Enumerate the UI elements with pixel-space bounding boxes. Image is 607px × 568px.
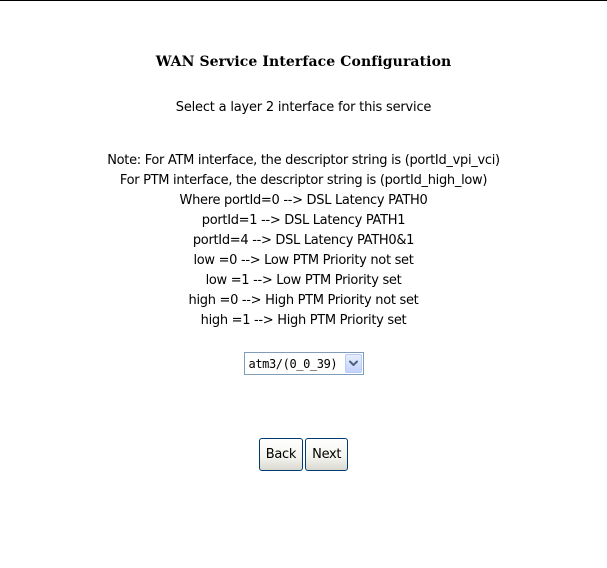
note-line: Note: For ATM interface, the descriptor … (107, 153, 500, 168)
note-line: high =1 --> High PTM Priority set (200, 313, 407, 328)
note-line: For PTM interface, the descriptor string… (119, 173, 488, 188)
note-line: portId=1 --> DSL Latency PATH1 (201, 213, 406, 228)
top-divider (0, 0, 607, 1)
next-button[interactable]: Next (305, 438, 349, 471)
chevron-down-icon-glyph (348, 360, 358, 366)
back-button[interactable]: Back (258, 438, 304, 471)
note-line: low =1 --> Low PTM Priority set (205, 273, 402, 288)
chevron-down-icon[interactable] (344, 354, 362, 373)
note-line: Where portId=0 --> DSL Latency PATH0 (179, 193, 428, 208)
descriptor-notes: Note: For ATM interface, the descriptor … (0, 151, 607, 331)
note-line: high =0 --> High PTM Priority not set (188, 293, 419, 308)
layer2-interface-selected-value: atm3/(0_0_39) (248, 356, 338, 371)
note-line: low =0 --> Low PTM Priority not set (193, 253, 414, 268)
wan-service-interface-panel: WAN Service Interface Configuration Sele… (0, 52, 607, 471)
interface-select-row: atm3/(0_0_39) (0, 352, 607, 378)
layer2-interface-select[interactable]: atm3/(0_0_39) (243, 352, 364, 375)
page-subtitle: Select a layer 2 interface for this serv… (175, 100, 432, 115)
note-line: portId=4 --> DSL Latency PATH0&1 (192, 233, 415, 248)
page-title: WAN Service Interface Configuration (155, 54, 452, 70)
